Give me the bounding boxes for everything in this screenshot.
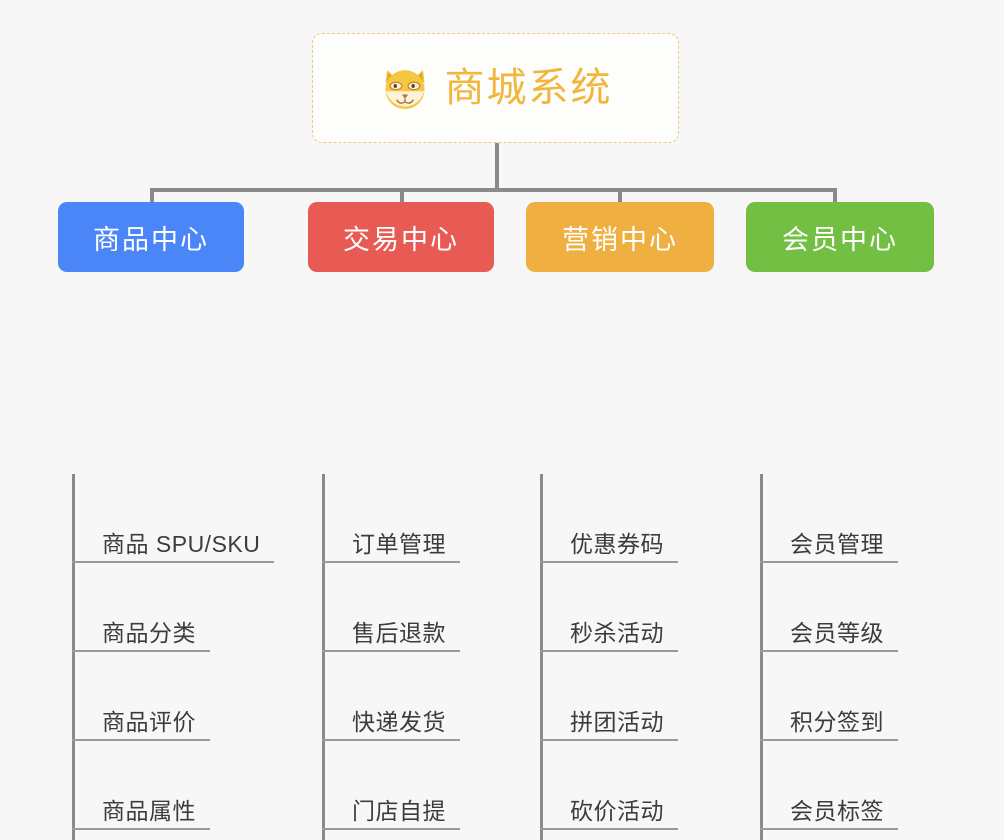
category-header-member[interactable]: 会员中心 [746, 202, 934, 272]
column-spine [322, 474, 325, 840]
leaf-underline [322, 561, 460, 563]
leaf-label: 商品 SPU/SKU [102, 530, 261, 557]
list-item[interactable]: 商品评价 [72, 652, 272, 741]
leaf-underline [540, 828, 678, 830]
list-item[interactable]: 会员标签 [760, 741, 960, 830]
connector-drop-col-1 [400, 188, 404, 210]
leaf-label: 快递发货 [352, 708, 446, 735]
leaf-label: 拼团活动 [570, 708, 664, 735]
list-item[interactable]: 售后退款 [322, 563, 522, 652]
leaf-label: 会员标签 [790, 797, 884, 824]
leaf-label: 会员管理 [790, 530, 884, 557]
category-title: 交易中心 [343, 224, 459, 255]
category-title: 商品中心 [93, 224, 209, 255]
leaf-underline [322, 739, 460, 741]
category-header-marketing[interactable]: 营销中心 [526, 202, 714, 272]
category-title: 会员中心 [782, 224, 898, 255]
leaf-label: 积分签到 [790, 708, 884, 735]
root-node[interactable]: 商城系统 [312, 33, 679, 143]
connector-drop-col-0 [150, 188, 154, 210]
leaf-underline [72, 739, 210, 741]
leaf-underline [760, 561, 898, 563]
leaf-label: 商品评价 [102, 708, 196, 735]
leaf-label: 商品属性 [102, 797, 196, 824]
branch-column-trade: 交易中心 订单管理 售后退款 快递发货 门店自提 购物车 [308, 202, 508, 840]
list-item[interactable]: 会员等级 [760, 563, 960, 652]
list-item[interactable]: 积分签到 [760, 652, 960, 741]
list-item[interactable]: 门店自提 [322, 741, 522, 830]
list-item[interactable]: 快递发货 [322, 652, 522, 741]
list-item[interactable]: 限时折扣 [540, 830, 740, 840]
leaf-underline [72, 828, 210, 830]
leaf-label: 售后退款 [352, 619, 446, 646]
list-item[interactable]: 商品 SPU/SKU [72, 474, 274, 563]
connector-drop-col-3 [833, 188, 837, 210]
leaf-underline [322, 650, 460, 652]
branch-column-member: 会员中心 会员管理 会员等级 积分签到 会员标签 会员分组 [746, 202, 946, 840]
leaf-list: 商品 SPU/SKU 商品分类 商品评价 商品属性 商品推荐 商品品牌 [72, 474, 274, 840]
list-item[interactable]: 商品分类 [72, 563, 272, 652]
leaf-label: 优惠券码 [570, 530, 664, 557]
leaf-underline [72, 650, 210, 652]
leaf-underline [760, 650, 898, 652]
column-spine [72, 474, 75, 840]
leaf-underline [760, 828, 898, 830]
list-item[interactable]: 购物车 [322, 830, 522, 840]
branch-column-product: 商品中心 商品 SPU/SKU 商品分类 商品评价 商品属性 商品推荐 [58, 202, 274, 840]
leaf-label: 门店自提 [352, 797, 446, 824]
list-item[interactable]: 会员管理 [760, 474, 960, 563]
list-item[interactable]: 优惠券码 [540, 474, 740, 563]
shiba-dog-face-icon [385, 70, 424, 110]
leaf-underline [322, 828, 460, 830]
leaf-label: 砍价活动 [570, 797, 664, 824]
leaf-label: 订单管理 [352, 530, 446, 557]
connector-root-stem [495, 143, 499, 190]
leaf-label: 商品分类 [102, 619, 196, 646]
list-item[interactable]: 订单管理 [322, 474, 522, 563]
branch-column-marketing: 营销中心 优惠券码 秒杀活动 拼团活动 砍价活动 限时折扣 [526, 202, 726, 840]
leaf-underline [72, 561, 274, 563]
leaf-label: 秒杀活动 [570, 619, 664, 646]
column-spine [540, 474, 543, 840]
list-item[interactable]: 砍价活动 [540, 741, 740, 830]
leaf-list: 会员管理 会员等级 积分签到 会员标签 会员分组 收货地址 [760, 474, 960, 840]
connector-drop-col-2 [618, 188, 622, 210]
column-spine [760, 474, 763, 840]
list-item[interactable]: 拼团活动 [540, 652, 740, 741]
connector-horizontal-bus [150, 188, 836, 192]
category-header-product[interactable]: 商品中心 [58, 202, 244, 272]
leaf-underline [760, 739, 898, 741]
category-header-trade[interactable]: 交易中心 [308, 202, 494, 272]
list-item[interactable]: 商品属性 [72, 741, 272, 830]
leaf-underline [540, 561, 678, 563]
leaf-underline [540, 650, 678, 652]
root-title: 商城系统 [444, 66, 613, 110]
leaf-list: 订单管理 售后退款 快递发货 门店自提 购物车 销售分佣 [322, 474, 522, 840]
list-item[interactable]: 商品推荐 [72, 830, 272, 840]
leaf-underline [540, 739, 678, 741]
list-item[interactable]: 会员分组 [760, 830, 960, 840]
leaf-label: 会员等级 [790, 619, 884, 646]
list-item[interactable]: 秒杀活动 [540, 563, 740, 652]
category-title: 营销中心 [562, 224, 678, 255]
leaf-list: 优惠券码 秒杀活动 拼团活动 砍价活动 限时折扣 满减送 [540, 474, 740, 840]
